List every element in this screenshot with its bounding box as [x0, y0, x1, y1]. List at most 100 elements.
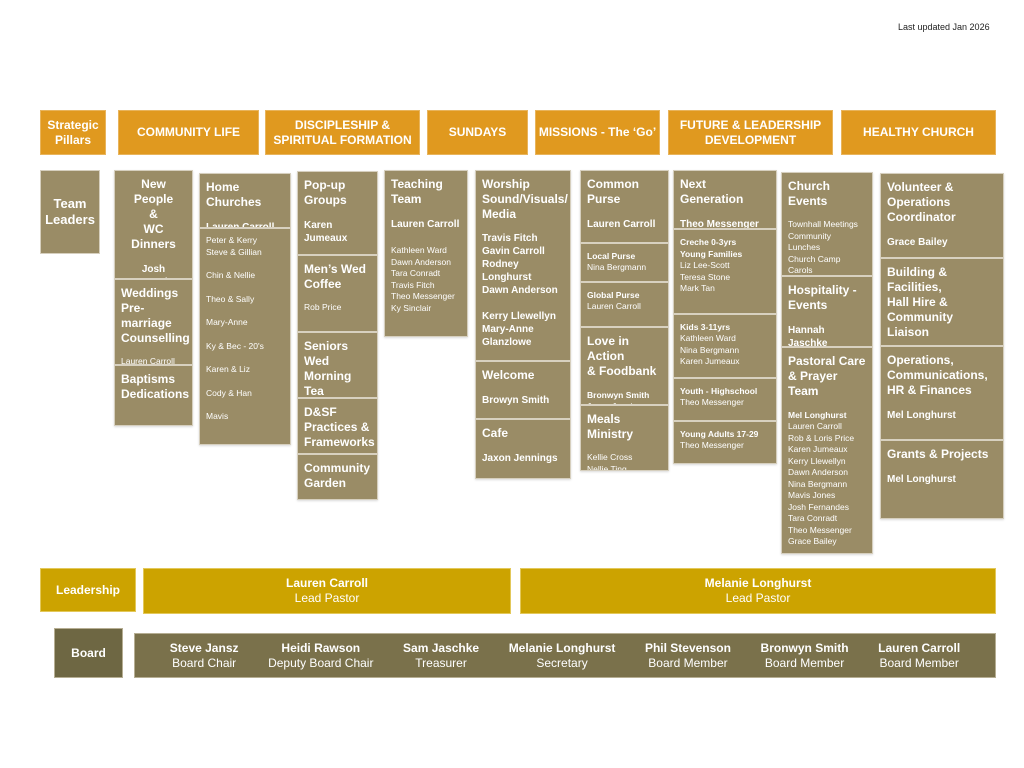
- section-heading: Weddings Pre-marriage Counselling: [121, 286, 190, 345]
- leader-name: Travis Fitch: [482, 233, 538, 244]
- section-heading: Church Events: [788, 179, 830, 208]
- team-leaders-text: Team Leaders: [45, 196, 95, 227]
- section-subheading: Creche 0-3yrs Young Families: [680, 237, 743, 259]
- member-name: Karen & Liz: [206, 364, 250, 374]
- leader-name: Melanie Longhurst: [704, 576, 812, 590]
- ministry-section: Community Garden: [298, 455, 377, 499]
- leader-name: Lauren Carroll: [285, 576, 369, 590]
- member-name: Mary-Anne: [206, 317, 248, 327]
- board-member-role: Board Member: [879, 655, 959, 670]
- member-name: Rob Price: [304, 302, 342, 312]
- section-heading: Meals Ministry: [587, 412, 634, 441]
- strategic-pillars-label-text: Strategic Pillars: [47, 117, 99, 147]
- board-label-text: Board: [71, 646, 106, 660]
- section-heading: Teaching Team: [391, 177, 443, 206]
- section-heading: Baptisms Dedications: [121, 372, 190, 401]
- leader-card: Lauren Carroll Lead Pastor: [143, 568, 511, 614]
- section-leader: Lauren Carroll: [587, 219, 656, 230]
- leadership-label: Leadership: [40, 568, 136, 612]
- board-member-role: Board Member: [764, 655, 845, 670]
- section-heading: Men’s Wed Coffee: [304, 262, 367, 291]
- board-member-role: Deputy Board Chair: [268, 655, 374, 670]
- section-heading: Cafe: [482, 426, 509, 440]
- member-name: Liz Lee-Scott Teresa Stone Mark Tan: [680, 260, 731, 293]
- board-member-role: Treasurer: [415, 655, 467, 670]
- ministry-section: Seniors Wed Morning TeaMavis Jones: [298, 333, 377, 399]
- pillar-missions-text: MISSIONS - The ‘Go’: [538, 125, 657, 139]
- member-name: Theo & Sally: [206, 293, 255, 304]
- section-heading: Home Churches: [206, 180, 262, 209]
- section-leader: Josh Fernandes: [128, 264, 179, 278]
- board-member-role: Board Member: [648, 655, 728, 670]
- section-heading: Pastoral Care & Prayer Team: [788, 354, 866, 398]
- section-leader: Mel Longhurst: [887, 410, 956, 421]
- leadership-label-text: Leadership: [55, 582, 121, 597]
- section-heading: Seniors Wed Morning Tea: [304, 339, 352, 398]
- ministry-section: Baptisms Dedications: [115, 366, 192, 425]
- board-member-name: Melanie Longhurst: [508, 640, 616, 655]
- member-name: Theo Messenger: [680, 397, 744, 407]
- ministry-section: Operations, Communications, HR & Finance…: [881, 347, 1003, 441]
- leader-card: Melanie Longhurst Lead Pastor: [520, 568, 996, 614]
- member-name: Nina Bergmann: [587, 262, 647, 272]
- leader-name: Gavin Carroll: [482, 246, 545, 257]
- section-heading: Grants & Projects: [887, 447, 989, 461]
- leader-name: Mary-Anne Glanzlowe: [482, 324, 534, 348]
- pillar-discipleship: DISCIPLESHIP & SPIRITUAL FORMATION: [265, 110, 420, 155]
- member-name: Theo Messenger: [680, 440, 744, 450]
- member-name: Kathleen Ward Dawn Anderson Tara Conradt…: [391, 245, 455, 313]
- pillar-community-life: COMMUNITY LIFE: [118, 110, 259, 155]
- member-name: Lauren Carroll Rob & Loris Price Karen J…: [788, 421, 855, 546]
- member-name: Lauren Carroll: [587, 301, 641, 311]
- board-member-name: Sam Jaschke: [403, 640, 480, 655]
- pillar-sundays: SUNDAYS: [427, 110, 528, 155]
- pillar-future-leadership: FUTURE & LEADERSHIP DEVELOPMENT: [668, 110, 833, 155]
- member-name: Mavis: [206, 411, 229, 421]
- leader-name: Rodney Longhurst: [482, 259, 532, 283]
- section-heading: Volunteer & Operations Coordinator: [887, 180, 956, 224]
- member-name: Kellie Cross Nellie Ting: [587, 452, 633, 470]
- section-subheading: Youth - Highschool: [680, 386, 758, 396]
- member-name: Jaxon Jennings: [587, 401, 647, 406]
- pillar-community-life-text: COMMUNITY LIFE: [136, 125, 241, 139]
- member-name: Townhall Meetings Community Lunches Chur…: [788, 219, 858, 275]
- pillar-sundays-text: SUNDAYS: [448, 125, 507, 139]
- member-name: Kathleen Ward Nina Bergmann Karen Jumeau…: [680, 333, 740, 366]
- section-heading: Love in Action & Foodbank: [587, 334, 657, 378]
- board-member-role: Board Chair: [172, 655, 237, 670]
- leader-role: Lead Pastor: [294, 591, 360, 605]
- section-subheading: Local Purse: [587, 251, 636, 261]
- section-subheading: Bronwyn Smith: [587, 390, 650, 400]
- section-subheading: Young Adults 17-29: [680, 429, 759, 439]
- section-heading: D&SF Practices & Frameworks: [304, 405, 375, 449]
- board-member-role: Secretary: [536, 655, 588, 670]
- section-heading: Building & Facilities, Hall Hire & Commu…: [887, 265, 953, 339]
- section-leader: Jaxon Jennings: [482, 453, 558, 464]
- pillar-healthy-church: HEALTHY CHURCH: [841, 110, 996, 155]
- section-leader: Hannah Jaschke: [788, 325, 828, 348]
